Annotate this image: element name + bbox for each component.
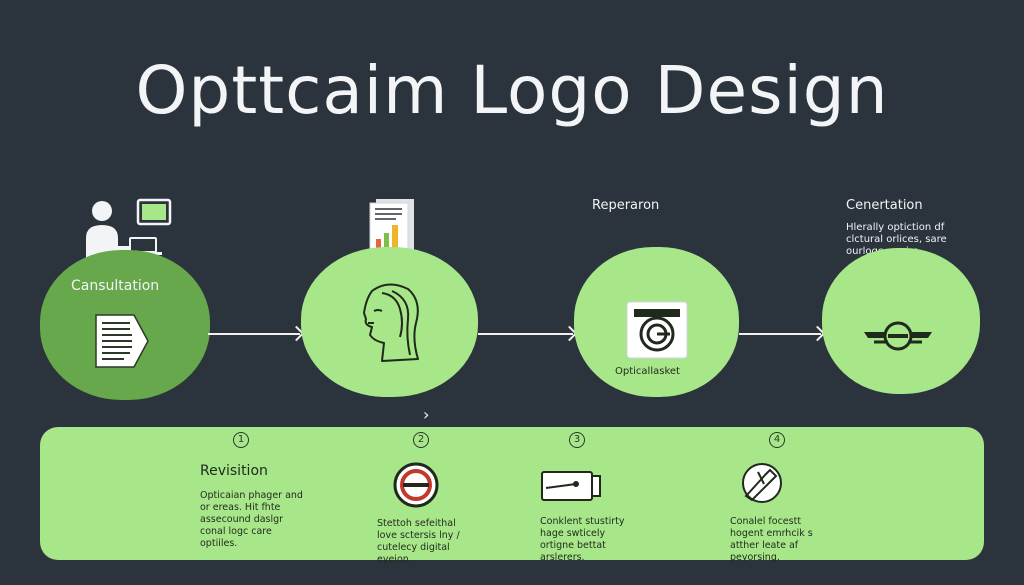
revision-heading: Revisition xyxy=(200,463,268,479)
flow-arrow-1 xyxy=(208,333,300,335)
target-logo-icon xyxy=(393,462,439,508)
camera-logo-icon xyxy=(626,301,688,359)
revision-panel xyxy=(40,427,984,560)
step-preparation-label: Reperaron xyxy=(592,198,660,213)
step-number-1: 1 xyxy=(233,432,249,448)
step-number-2: 2 xyxy=(413,432,429,448)
step-3-text: Conklent stustirty hage swticely ortigne… xyxy=(540,516,625,563)
monitor-tool-icon xyxy=(541,471,601,501)
step-generation-label: Cenertation xyxy=(846,198,923,213)
step-number-4: 4 xyxy=(769,432,785,448)
document-icon xyxy=(95,314,149,368)
flow-arrow-2 xyxy=(478,333,573,335)
flow-arrow-3 xyxy=(739,333,821,335)
design-tool-icon xyxy=(742,463,782,503)
step-preparation-caption: Opticallasket xyxy=(615,366,680,377)
revision-text: Opticaian phager and or ereas. Hit fhte … xyxy=(200,490,303,549)
step-consultation-label: Cansultation xyxy=(71,278,160,294)
step-number-3: 3 xyxy=(569,432,585,448)
page-title: Opttcaim Logo Design xyxy=(135,52,889,129)
step-2-text: Stettoh sefeithal love sctersis lny / cu… xyxy=(377,518,460,565)
chevron-right-icon: › xyxy=(423,405,430,424)
report-chart-icon xyxy=(369,199,414,254)
winged-logo-icon xyxy=(864,321,932,351)
step-generation-node xyxy=(822,248,980,394)
step-4-text: Conalel focestt hogent emrhcik s atther … xyxy=(730,516,813,563)
step-design-node xyxy=(301,247,478,397)
face-profile-icon xyxy=(363,283,419,362)
